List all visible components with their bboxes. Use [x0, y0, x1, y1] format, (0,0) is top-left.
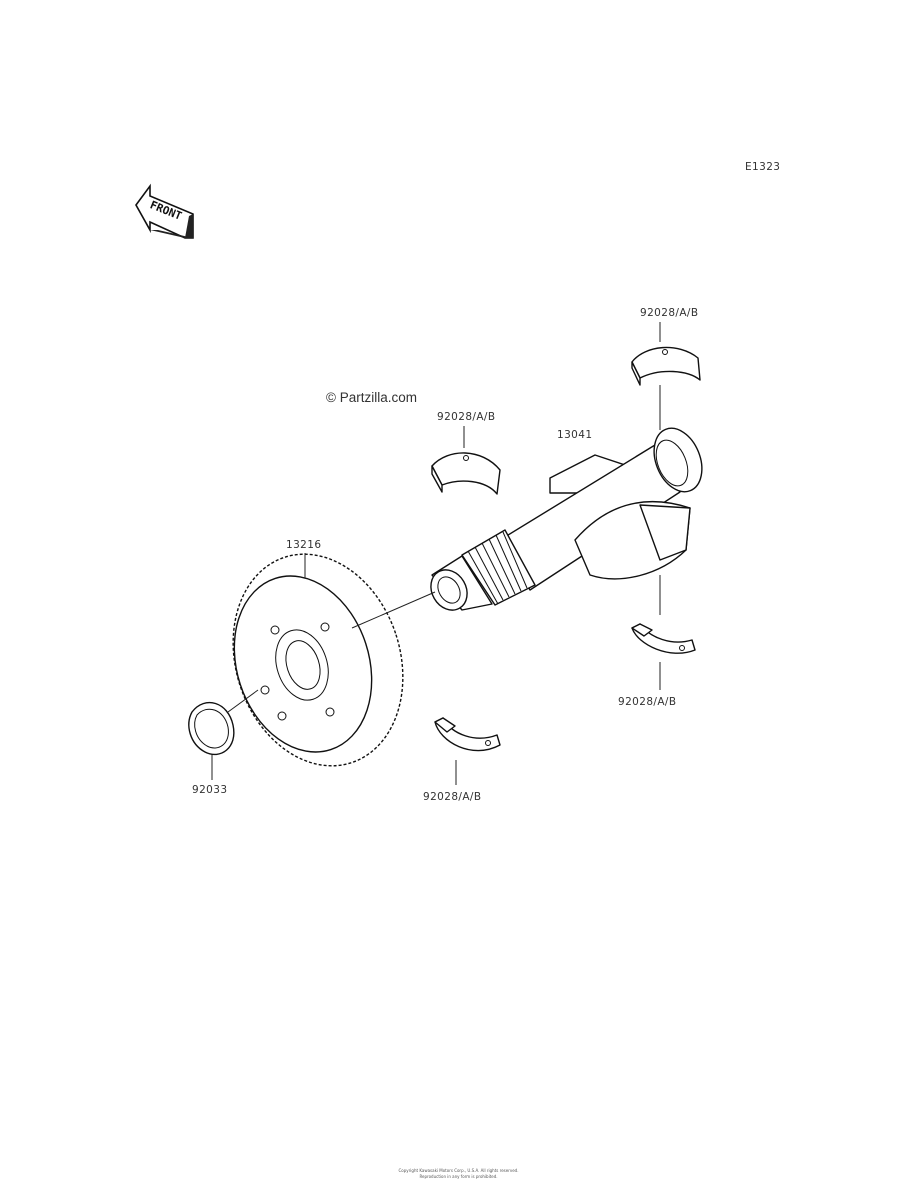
diagram-code: E1323	[745, 161, 780, 173]
bearing-top-center[interactable]	[431, 452, 501, 495]
label-gear: 13216	[286, 539, 321, 551]
label-circlip: 92033	[192, 784, 227, 796]
front-arrow-icon: FRONT	[135, 183, 194, 239]
bearing-bottom-center[interactable]	[434, 717, 501, 752]
label-bearing-top-center: 92028/A/B	[437, 411, 495, 423]
footer-line-1: Copyright Kawasaki Motors Corp., U.S.A. …	[398, 1168, 519, 1173]
footer-line-2: Reproduction in any form is prohibited.	[419, 1174, 498, 1179]
label-bearing-right-lower: 92028/A/B	[618, 696, 676, 708]
watermark: © Partzilla.com	[326, 390, 417, 405]
circlip[interactable]	[188, 702, 235, 756]
balancer-shaft[interactable]	[424, 421, 711, 617]
bearing-top-right[interactable]	[631, 346, 701, 386]
balancer-gear[interactable]	[207, 532, 430, 788]
label-balancer-shaft: 13041	[557, 429, 592, 441]
bearing-right-lower[interactable]	[631, 623, 696, 654]
label-bearing-top-right: 92028/A/B	[640, 307, 698, 319]
label-bearing-bottom-center: 92028/A/B	[423, 791, 481, 803]
